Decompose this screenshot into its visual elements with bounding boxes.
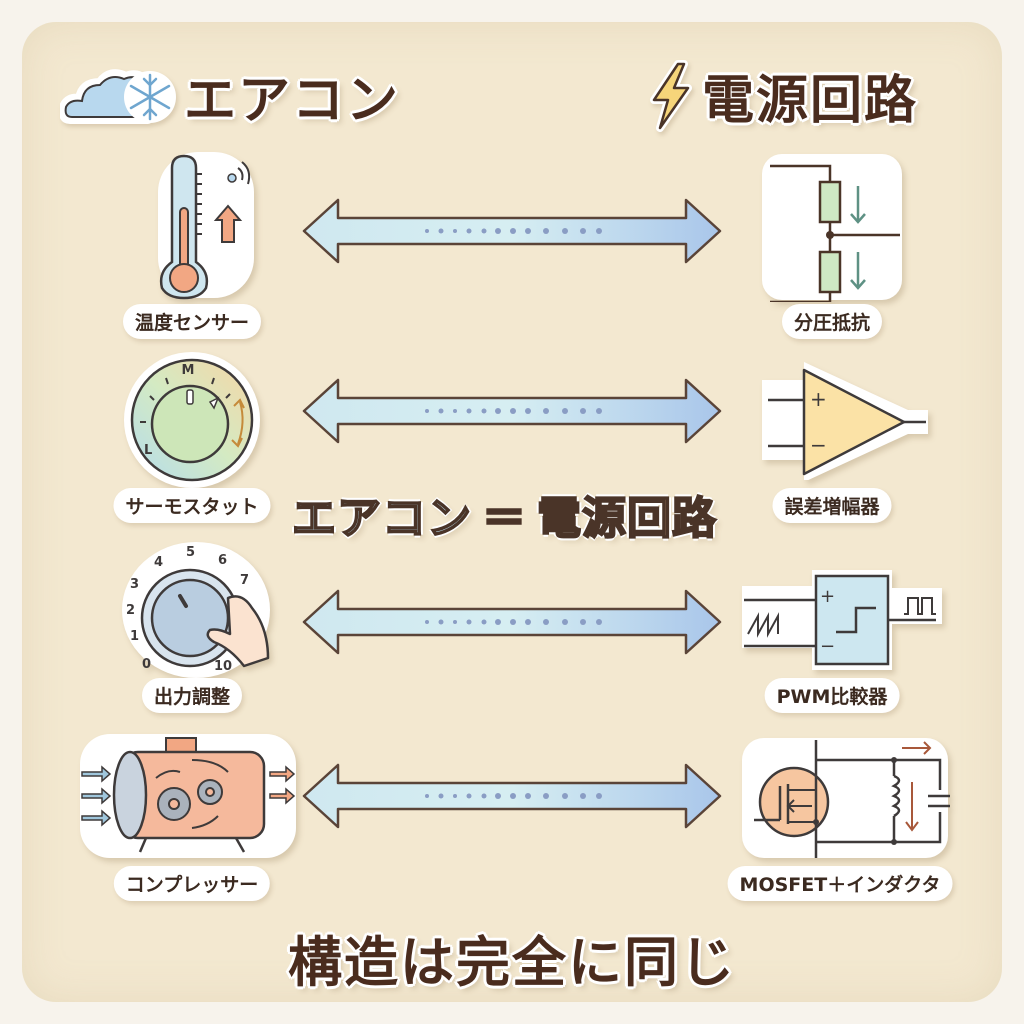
pwm-minus: −: [820, 636, 835, 657]
center-equation: エアコン＝電源回路: [291, 482, 717, 546]
thermometer-card: [150, 150, 260, 304]
arrow-row-4: [302, 763, 722, 829]
compressor-card: [76, 732, 300, 864]
label-compressor: コンプレッサー: [113, 866, 271, 901]
arrow-row-1: [302, 198, 722, 264]
voltage-divider-icon: [762, 154, 902, 304]
dial-mark-l: L: [144, 443, 152, 458]
dial-mark-m: M: [182, 363, 195, 378]
lightning-bolt-icon: [650, 59, 692, 132]
equation-left: エアコン: [291, 492, 472, 545]
knob-scale-5: 5: [186, 545, 195, 560]
output-knob-icon: 0 1 2 3 4 5 6 7 10: [122, 542, 270, 678]
header-right: 電源回路: [648, 58, 918, 133]
knob-scale-1: 1: [130, 629, 139, 644]
knob-scale-2: 2: [126, 603, 135, 618]
op-amp-minus: −: [810, 433, 827, 457]
thermostat-card: M L: [122, 350, 262, 494]
arrow-row-3: [302, 589, 722, 655]
op-amp-icon: + −: [762, 362, 928, 482]
thermostat-dial-icon: M L: [124, 352, 260, 488]
voltage-divider-card: [760, 152, 910, 306]
knob-scale-10: 10: [214, 659, 232, 674]
pwm-comparator-icon: + −: [742, 570, 942, 670]
label-thermostat: サーモスタット: [113, 488, 271, 523]
label-pwm-comparator: PWM比較器: [764, 678, 900, 713]
knob-scale-4: 4: [154, 555, 163, 570]
label-temperature-sensor: 温度センサー: [122, 304, 262, 339]
equation-sign: ＝: [481, 492, 527, 545]
pwm-comparator-card: + −: [736, 568, 948, 676]
label-output-adjust: 出力調整: [141, 678, 243, 713]
knob-scale-6: 6: [218, 553, 227, 568]
pwm-plus: +: [820, 586, 835, 607]
op-amp-plus: +: [810, 387, 827, 411]
cloud-snowflake-icon: [60, 68, 176, 124]
mosfet-inductor-card: [740, 736, 952, 864]
arrow-row-2: [302, 378, 722, 444]
label-voltage-divider: 分圧抵抗: [781, 304, 883, 339]
op-amp-card: + −: [758, 360, 930, 484]
header-right-title: 電源回路: [702, 71, 919, 131]
header-left: エアコン: [60, 58, 400, 133]
thermometer-icon: [158, 152, 254, 300]
compressor-icon: [80, 734, 296, 858]
output-knob-card: 0 1 2 3 4 5 6 7 10: [118, 538, 288, 682]
label-error-amplifier: 誤差増幅器: [772, 488, 892, 523]
header-left-title: エアコン: [184, 71, 401, 131]
label-mosfet-inductor: MOSFET＋インダクタ: [727, 866, 953, 901]
mosfet-inductor-icon: [742, 738, 952, 858]
knob-scale-3: 3: [130, 577, 139, 592]
knob-scale-7: 7: [240, 573, 249, 588]
knob-scale-0: 0: [142, 657, 151, 672]
equation-right: 電源回路: [536, 492, 717, 545]
footer-caption: 構造は完全に同じ: [288, 931, 736, 994]
